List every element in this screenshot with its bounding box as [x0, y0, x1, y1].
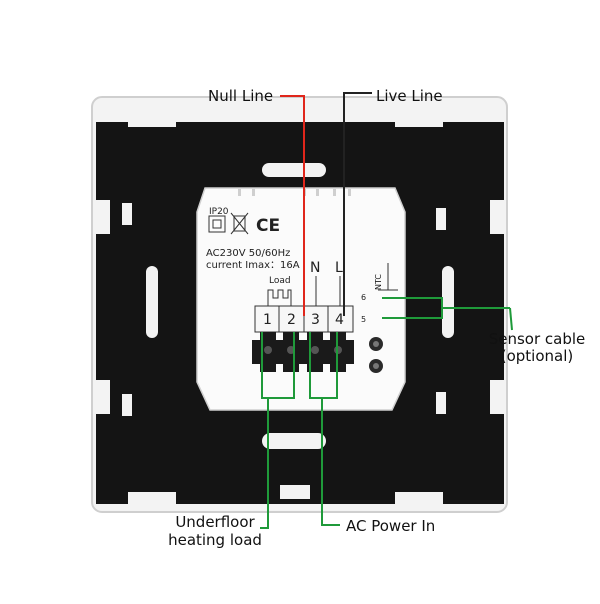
ac-leader: [321, 398, 340, 526]
ntc-pin-6: 6: [361, 293, 366, 302]
null-line-label: Null Line: [208, 87, 274, 105]
double-insulation-icon: [208, 215, 226, 233]
rating-current: current Imax：16A: [206, 260, 300, 271]
terminal-4: 4: [335, 312, 344, 328]
terminal-l-label: L: [335, 260, 343, 276]
sensor-cable-optional: (optional): [500, 347, 574, 365]
load-bracket: [261, 332, 295, 399]
weee-bin-icon: [230, 212, 249, 235]
live-line-label: Live Line: [376, 87, 443, 105]
ntc-pin-5: 5: [361, 315, 366, 324]
live-line-leader: [343, 92, 372, 316]
null-line-leader: [280, 95, 305, 316]
ce-mark: CE: [256, 216, 280, 236]
underfloor-label: Underfloor: [175, 513, 255, 531]
heating-load-label: heating load: [168, 531, 262, 549]
sensor-cable-label: Sensor cable: [488, 330, 586, 348]
ntc-label: NTC: [374, 274, 383, 290]
rear-module: [196, 187, 406, 411]
terminal-n-label: N: [310, 260, 320, 276]
load-symbol: [267, 289, 292, 306]
rating-voltage: AC230V 50/60Hz: [206, 248, 290, 259]
terminal-1: 1: [263, 312, 272, 328]
sensor-screws: [369, 337, 383, 373]
ac-bracket: [309, 332, 338, 399]
terminal-guides: [315, 276, 341, 306]
load-label: Load: [269, 276, 291, 286]
ac-power-label: AC Power In: [346, 517, 436, 535]
terminal-2: 2: [287, 312, 296, 328]
terminal-3: 3: [311, 312, 320, 328]
plate-clips: [96, 115, 504, 506]
load-leader: [260, 398, 269, 529]
ip-rating: IP20: [209, 207, 229, 217]
